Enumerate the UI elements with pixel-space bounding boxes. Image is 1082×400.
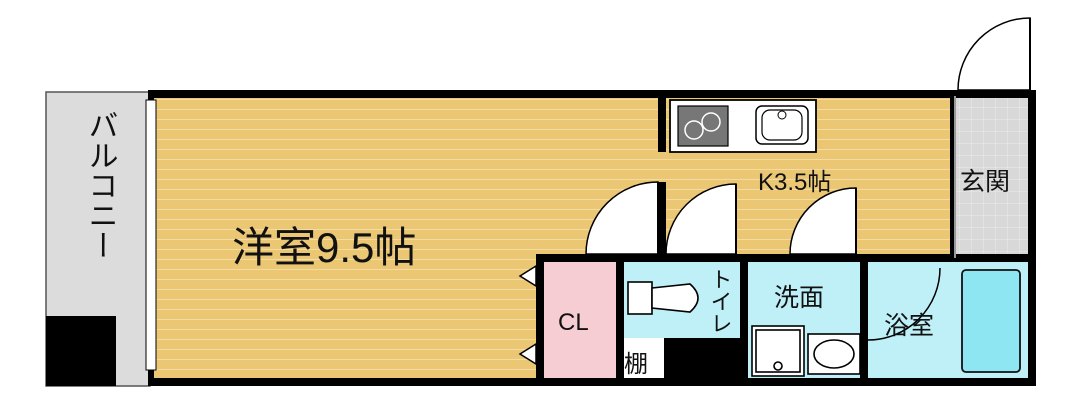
closet-label: CL	[558, 309, 589, 336]
washroom-label: 洗面	[774, 284, 824, 312]
washbasin-icon	[807, 333, 861, 375]
closet-doors	[518, 264, 537, 366]
shelf-block	[664, 338, 748, 378]
closet-floor	[540, 262, 620, 378]
toilet-label: トイレ	[708, 268, 733, 334]
bathtub	[961, 269, 1021, 373]
western-room-label: 洋室9.5帖	[232, 224, 416, 271]
balcony-label: バルコニー	[84, 110, 117, 260]
door-leaves	[657, 18, 1031, 254]
balcony-window	[145, 99, 157, 371]
door-swings	[585, 17, 1031, 341]
balcony-drain-block	[46, 316, 116, 386]
bathroom-label: 浴室	[884, 312, 934, 340]
kitchen-counter	[669, 99, 817, 153]
entrance-label: 玄関	[960, 168, 1010, 196]
kitchen-label: K3.5帖	[758, 169, 831, 196]
entrance-floor	[954, 96, 1028, 258]
interior-walls	[536, 96, 1036, 386]
toilet-icon	[627, 281, 699, 315]
washing-machine-pan	[751, 325, 805, 377]
shelf-label: 棚	[624, 351, 648, 378]
